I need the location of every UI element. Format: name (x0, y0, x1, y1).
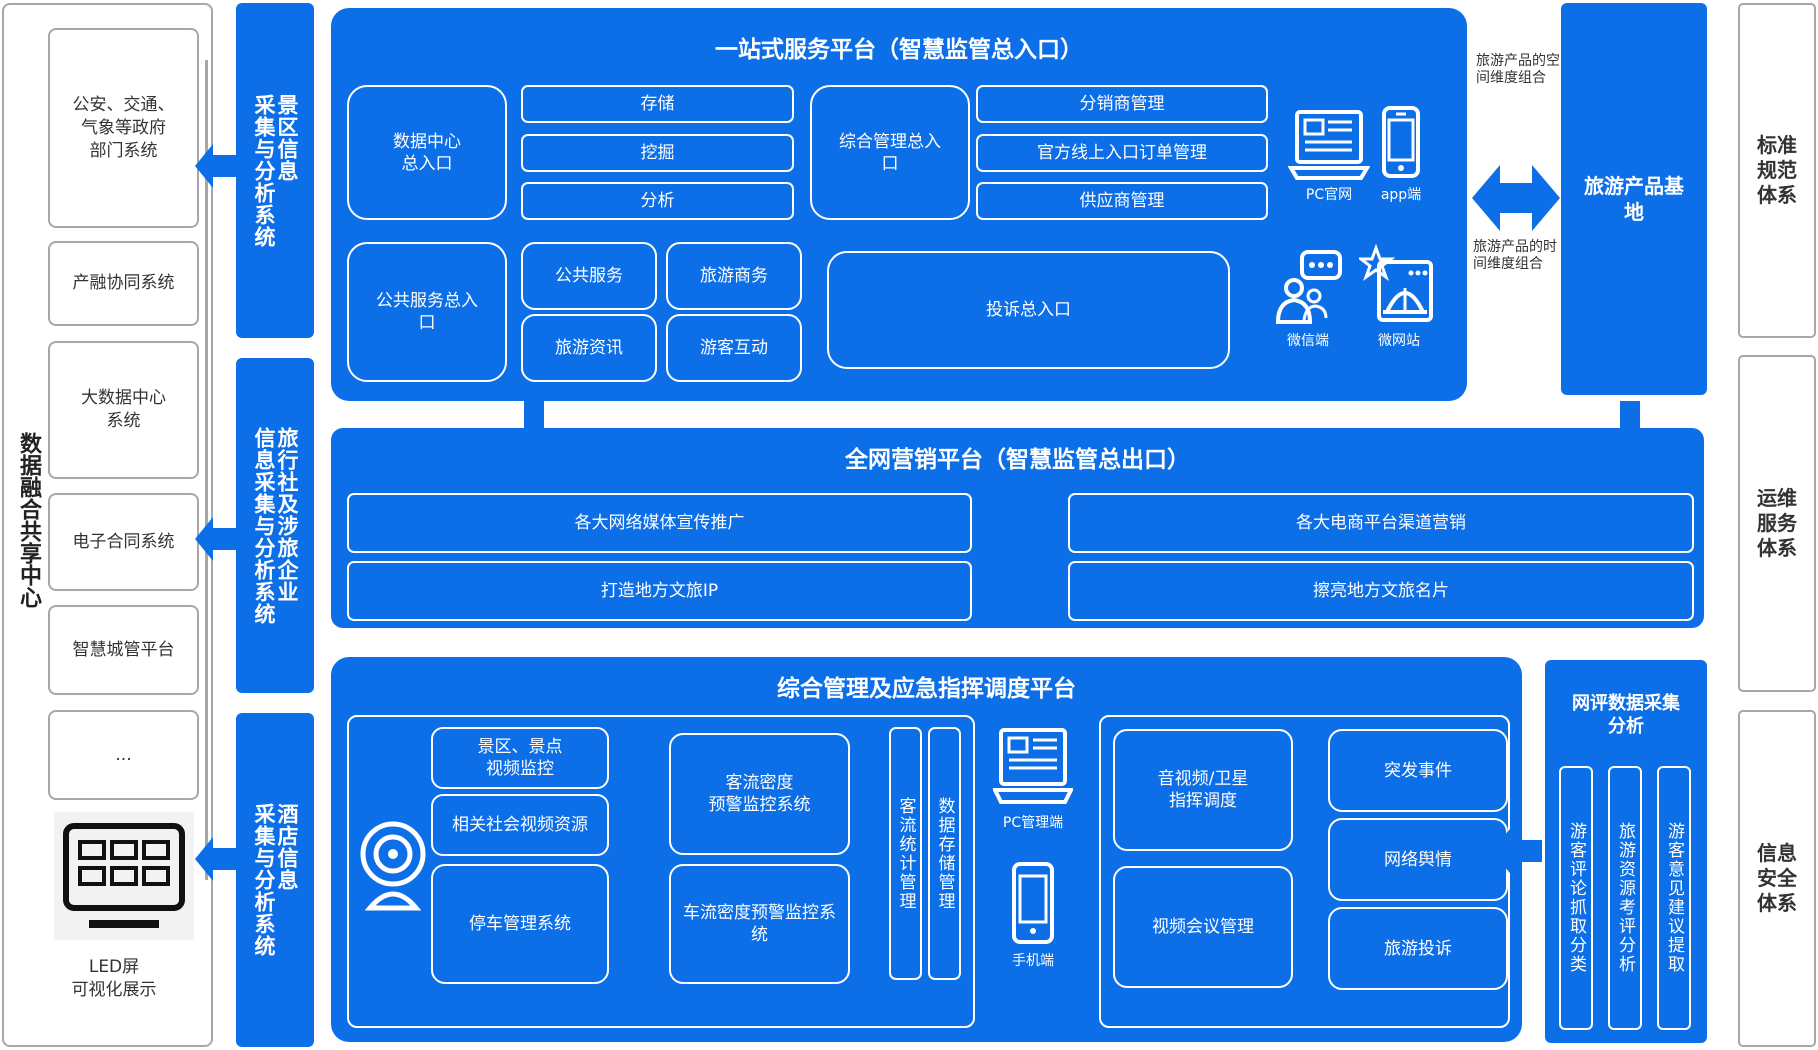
visitor-interaction-item[interactable]: 游客互动 (666, 314, 802, 382)
online-order-mgmt[interactable]: 官方线上入口订单管理 (976, 134, 1268, 172)
pc-website-label: PC官网 (1305, 187, 1353, 203)
wechat-label: 微信端 (1287, 333, 1329, 349)
data-center-entry[interactable]: 数据中心 总入口 (347, 85, 507, 220)
phone-label: 手机端 (1012, 953, 1054, 969)
scenic-video-monitoring[interactable]: 景区、景点 视频监控 (431, 727, 609, 789)
marketing-platform-title: 全网营销平台（智慧监管总出口） (845, 447, 1190, 473)
media-promotion[interactable]: 各大网络媒体宣传推广 (347, 493, 972, 553)
public-service-item[interactable]: 公共服务 (521, 242, 657, 310)
marketing-platform: 全网营销平台（智慧监管总出口） 各大网络媒体宣传推广 各大电商平台渠道营销 打造… (331, 428, 1704, 628)
traffic-density-system[interactable]: 车流密度预警监控系 统 (669, 864, 850, 984)
app-icon (1382, 106, 1420, 178)
double-arrow (1472, 165, 1560, 231)
one-stop-platform-title: 一站式服务平台（智慧监管总入口） (715, 37, 1083, 63)
video-conference-mgmt[interactable]: 视频会议管理 (1113, 866, 1293, 988)
supplier-mgmt[interactable]: 供应商管理 (976, 182, 1268, 220)
analysis-item[interactable]: 分析 (521, 182, 794, 220)
complaint-entry[interactable]: 投诉总入口 (827, 251, 1230, 369)
phone-icon (1012, 862, 1054, 944)
tourism-complaint[interactable]: 旅游投诉 (1328, 907, 1508, 990)
more-box: ... (48, 710, 199, 800)
av-satellite-dispatch[interactable]: 音视频/卫星 指挥调度 (1113, 729, 1293, 851)
e-contract-box: 电子合同系统 (48, 493, 199, 591)
pc-website-icon (1288, 110, 1370, 180)
industry-finance-box: 产融协同系统 (48, 241, 199, 326)
suggestion-extraction[interactable]: 游客意见建议提取 (1657, 766, 1691, 1030)
review-collection: 网评数据采集 分析 游客评论抓取分类 旅游资源考评分析 游客意见建议提取 (1545, 660, 1707, 1043)
hotel-collector: 酒店信息 采集与分析系统 (236, 713, 314, 1047)
arrow-left-review (1490, 829, 1542, 873)
online-public-opinion[interactable]: 网络舆情 (1328, 818, 1508, 901)
tourism-business-item[interactable]: 旅游商务 (666, 242, 802, 310)
connector-line (205, 60, 208, 880)
led-screen-icon (54, 812, 194, 940)
big-data-center-box: 大数据中心 系统 (48, 341, 199, 479)
gov-systems-box: 公安、交通、 气象等政府 部门系统 (48, 28, 199, 228)
led-label: LED屏 可视化展示 (71, 957, 157, 1000)
tourism-product-base-title: 旅游产品基 地 (1584, 174, 1684, 224)
ecommerce-marketing[interactable]: 各大电商平台渠道营销 (1068, 493, 1694, 553)
arrow-left-3 (195, 837, 237, 881)
time-dimension-note: 旅游产品的时 间维度组合 (1473, 239, 1557, 272)
parking-management[interactable]: 停车管理系统 (431, 864, 609, 984)
data-fusion-center-title: 数据融合共享中心 (16, 432, 41, 608)
wechat-icon (1275, 250, 1342, 324)
tourism-info-item[interactable]: 旅游资讯 (521, 314, 657, 382)
monitoring-group (347, 715, 975, 1028)
tourism-product-base: 旅游产品基 地 (1561, 3, 1707, 395)
smart-city-box: 智慧城管平台 (48, 605, 199, 695)
emergency-event[interactable]: 突发事件 (1328, 729, 1508, 812)
resource-evaluation[interactable]: 旅游资源考评分析 (1608, 766, 1642, 1030)
security-system: 信息 安全 体系 (1738, 710, 1816, 1047)
arrow-left-2 (195, 517, 237, 561)
public-service-entry[interactable]: 公共服务总入 口 (347, 242, 507, 382)
storage-item[interactable]: 存储 (521, 85, 794, 123)
data-storage-mgmt[interactable]: 数据存储管理 (928, 727, 961, 980)
review-collection-title: 网评数据采集 分析 (1572, 693, 1680, 737)
cultural-card[interactable]: 擦亮地方文旅名片 (1068, 561, 1694, 621)
social-video-resources[interactable]: 相关社会视频资源 (431, 794, 609, 856)
travel-agency-collector: 旅行社及涉旅企业 信息采集与分析系统 (236, 358, 314, 693)
distributor-mgmt[interactable]: 分销商管理 (976, 85, 1268, 123)
cultural-ip[interactable]: 打造地方文旅IP (347, 561, 972, 621)
app-label: app端 (1380, 187, 1422, 203)
camera-icon (360, 821, 426, 911)
microsite-icon (1359, 244, 1433, 322)
command-dispatch-platform-title: 综合管理及应急指挥调度平台 (777, 676, 1076, 702)
visitor-flow-stats[interactable]: 客流统计管理 (889, 727, 922, 980)
command-dispatch-platform: 综合管理及应急指挥调度平台 景区、景点 视频监控 相关社会视频资源 停车管理系统… (331, 657, 1522, 1042)
operation-system: 运维 服务 体系 (1738, 355, 1816, 692)
microsite-label: 微网站 (1378, 333, 1420, 349)
one-stop-platform: 一站式服务平台（智慧监管总入口） 数据中心 总入口 存储 挖掘 分析 综合管理总… (331, 8, 1467, 401)
standard-system: 标准 规范 体系 (1738, 3, 1816, 338)
pc-management-icon (993, 728, 1073, 804)
spatial-dimension-note: 旅游产品的空 间维度组合 (1476, 53, 1560, 86)
pc-management-label: PC管理端 (1002, 815, 1064, 831)
mining-item[interactable]: 挖掘 (521, 134, 794, 172)
review-crawl[interactable]: 游客评论抓取分类 (1559, 766, 1593, 1030)
crowd-density-system[interactable]: 客流密度 预警监控系统 (669, 733, 850, 855)
management-entry[interactable]: 综合管理总入 口 (810, 85, 970, 220)
arrow-left-1 (195, 144, 237, 188)
scenic-collector: 景区信息 采集与分析系统 (236, 3, 314, 338)
